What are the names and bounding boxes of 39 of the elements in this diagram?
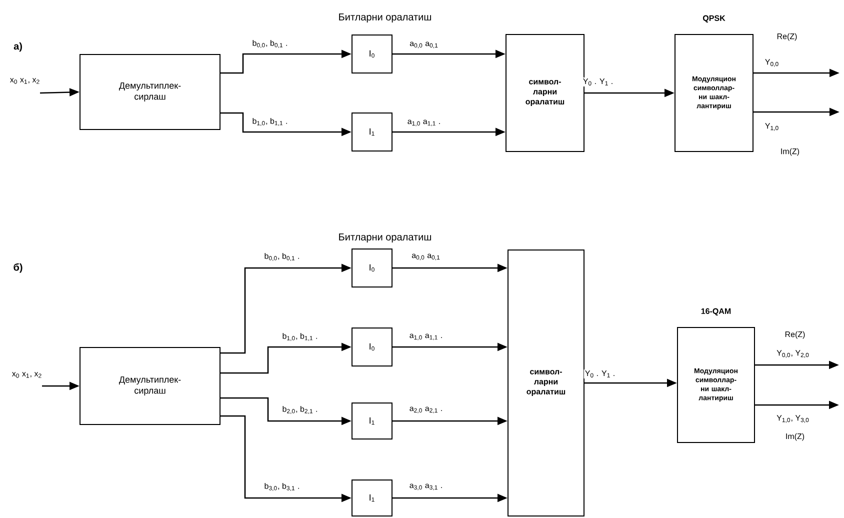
edge-label: Y$_{1,0}$	[764, 122, 780, 132]
demultiplexer-box: Демультиплек- сирлаш	[80, 347, 220, 425]
edge-label: Y$_{0}$ . Y$_{1}$ .	[582, 78, 614, 86]
demultiplexer-box: Демультиплек- сирлаш	[80, 54, 220, 130]
interleaver-box: I$_{0}$	[352, 34, 392, 74]
edge-label: a$_{0,0}$ a$_{0,1}$	[408, 40, 440, 50]
interleaver-box: I$_{0}$	[352, 248, 392, 288]
interleaver-box: I$_{0}$	[352, 328, 392, 366]
output-label: Re(Z)	[785, 331, 805, 339]
panel-letter: а)	[14, 42, 22, 52]
symbol-interleaver-box: символ- ларни оралатиш	[506, 34, 584, 152]
edge-label: a$_{1,0}$ a$_{1,1}$ .	[408, 332, 444, 342]
edge-label: b$_{1,0}$, b$_{1,1}$ .	[281, 332, 319, 342]
modulation-label: QPSK	[703, 15, 726, 22]
output-label: Im(Z)	[781, 148, 800, 156]
edge-label: b$_{0,0}$, b$_{0,1}$ .	[263, 252, 301, 262]
edge-label: b$_{3,0}$, b$_{3,1}$ .	[263, 482, 301, 492]
edge-label: a$_{0,0}$ a$_{0,1}$	[410, 252, 442, 262]
modulation-label: 16-QAM	[701, 308, 731, 316]
interleaver-box: I$_{1}$	[352, 112, 392, 152]
edge-label: Y$_{0,0}$, Y$_{2,0}$	[776, 349, 810, 359]
edge-label: x$_{0}$ x$_{1}$, x$_{2}$	[8, 77, 42, 85]
symbol-interleaver-box: символ- ларни оралатиш	[508, 250, 584, 516]
group-heading: Битларни оралатиш	[339, 14, 431, 22]
output-label: Im(Z)	[786, 433, 804, 441]
edge-label: Y$_{0,0}$	[764, 58, 780, 68]
edge-label: a$_{3,0}$ a$_{3,1}$ .	[408, 482, 444, 492]
edge-label: Y$_{1,0}$, Y$_{3,0}$	[776, 414, 810, 424]
panel-letter: б)	[14, 263, 22, 273]
edge-label: b$_{2,0}$, b$_{2,1}$ .	[281, 405, 319, 415]
edge-label: a$_{2,0}$ a$_{2,1}$ .	[408, 406, 444, 414]
edge-label: x$_{0}$ x$_{1}$, x$_{2}$	[10, 371, 44, 379]
edge-label: a$_{1,0}$ a$_{1,1}$ .	[406, 118, 442, 128]
interleaver-box: I$_{1}$	[352, 402, 392, 440]
edge-label: b$_{1,0}$, b$_{1,1}$ .	[251, 117, 289, 127]
edge-label: b$_{0,0}$, b$_{0,1}$ .	[251, 39, 289, 49]
output-label: Re(Z)	[777, 33, 797, 41]
interleaver-box: I$_{1}$	[352, 480, 392, 516]
edge-label: Y$_{0}$ . Y$_{1}$ .	[584, 370, 616, 378]
